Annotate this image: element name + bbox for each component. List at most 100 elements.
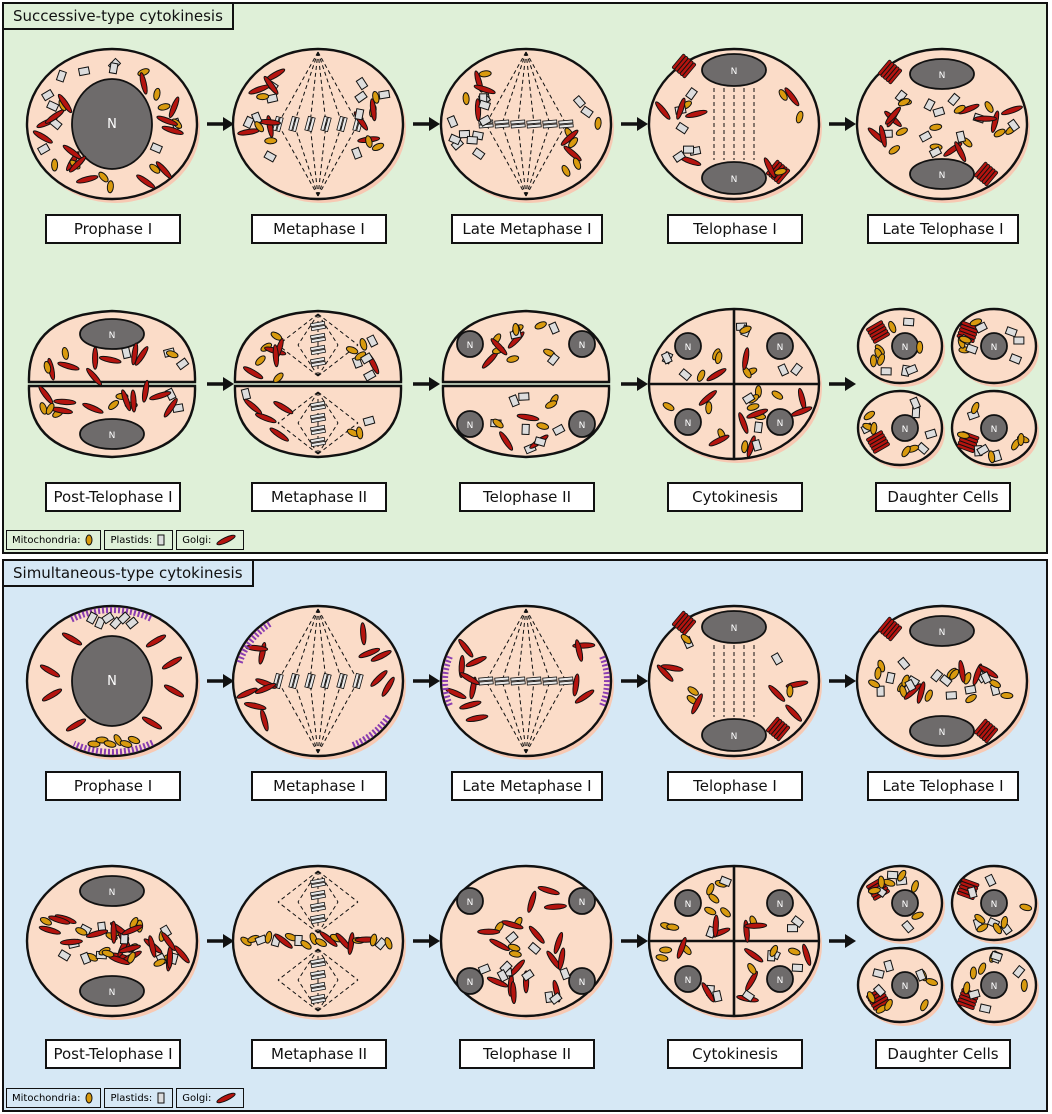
golgi bbox=[269, 427, 289, 442]
golgi-stack bbox=[671, 53, 697, 79]
golgi bbox=[173, 945, 190, 964]
golgi bbox=[274, 933, 293, 949]
nucleus-label: N bbox=[467, 421, 474, 431]
golgi bbox=[701, 982, 715, 1003]
golgi bbox=[53, 398, 77, 406]
golgi bbox=[973, 115, 997, 122]
golgi bbox=[746, 408, 769, 419]
stage-label: Telophase II bbox=[459, 1039, 595, 1069]
plastid bbox=[924, 428, 938, 440]
plastid bbox=[915, 968, 927, 982]
mitochondrion bbox=[929, 123, 943, 131]
legend-label: Golgi: bbox=[182, 534, 212, 546]
nucleus-label: N bbox=[579, 421, 586, 431]
mitochondrion bbox=[976, 923, 989, 933]
mitochondrion bbox=[666, 923, 680, 931]
plastid bbox=[932, 106, 946, 118]
chromosome bbox=[352, 672, 364, 690]
plastid bbox=[559, 967, 571, 981]
golgi-stack bbox=[671, 610, 697, 636]
chromosome bbox=[336, 672, 348, 690]
golgi bbox=[243, 398, 263, 415]
golgi bbox=[370, 670, 388, 687]
mitochondrion bbox=[1019, 903, 1033, 912]
mitochondrion bbox=[746, 403, 760, 411]
plastid bbox=[902, 317, 915, 327]
mitochondrion bbox=[264, 137, 278, 145]
mitochondrion bbox=[371, 142, 385, 152]
plastid bbox=[883, 959, 895, 973]
golgi bbox=[121, 924, 143, 936]
nucleus bbox=[701, 53, 767, 87]
plastid bbox=[478, 99, 492, 111]
stage-label: Daughter Cells bbox=[875, 482, 1011, 512]
chromosome bbox=[526, 676, 542, 686]
chromosome bbox=[310, 981, 326, 993]
plastid bbox=[354, 90, 368, 104]
golgi bbox=[575, 639, 584, 662]
golgi bbox=[59, 938, 83, 946]
chromosome bbox=[494, 119, 510, 129]
mitochondrion bbox=[870, 421, 878, 435]
chromosome bbox=[310, 901, 326, 913]
golgi bbox=[742, 347, 750, 371]
mitochondrion bbox=[659, 946, 673, 954]
golgi bbox=[458, 638, 474, 658]
mitochondrion bbox=[888, 320, 897, 334]
golgi-stack bbox=[866, 320, 890, 344]
cell-1: N bbox=[25, 47, 200, 203]
mitochondrion bbox=[594, 116, 602, 130]
daughter-cell: N bbox=[950, 864, 1039, 944]
golgi bbox=[655, 101, 671, 120]
golgi bbox=[885, 106, 902, 125]
plastid bbox=[508, 394, 520, 408]
golgi bbox=[768, 684, 786, 702]
mitochondrion bbox=[795, 110, 804, 124]
mitochondrion bbox=[365, 135, 373, 148]
cell-5: NN bbox=[855, 604, 1030, 760]
plastid bbox=[928, 146, 943, 159]
plastid bbox=[678, 368, 693, 382]
plastid bbox=[108, 62, 119, 75]
nucleus bbox=[980, 971, 1008, 999]
golgi bbox=[691, 693, 703, 715]
plastid bbox=[79, 951, 92, 965]
golgi bbox=[660, 664, 684, 672]
golgi bbox=[65, 718, 87, 732]
golgi bbox=[381, 676, 395, 697]
stage-label: Late Telophase I bbox=[867, 771, 1019, 801]
mitochondrion bbox=[273, 372, 284, 383]
mitochondrion bbox=[911, 911, 924, 920]
golgi bbox=[508, 959, 525, 978]
plastid bbox=[672, 150, 687, 163]
mitochondria-icon bbox=[85, 1092, 93, 1104]
mitochondrion bbox=[708, 893, 720, 904]
nucleus-label: N bbox=[939, 628, 946, 638]
plastid bbox=[121, 346, 132, 360]
mitochondrion bbox=[956, 431, 970, 439]
golgi bbox=[738, 412, 749, 434]
golgi bbox=[802, 943, 812, 966]
mitochondrion bbox=[534, 321, 547, 330]
stage-label: Post-Telophase I bbox=[45, 482, 181, 512]
golgi bbox=[141, 716, 163, 730]
nucleus-label: N bbox=[991, 900, 998, 910]
plastid bbox=[351, 146, 363, 160]
plastid bbox=[880, 367, 892, 376]
plastid bbox=[753, 421, 764, 434]
nucleus bbox=[71, 78, 153, 170]
golgi bbox=[141, 379, 150, 403]
nucleus bbox=[79, 318, 145, 350]
plastid bbox=[965, 343, 979, 355]
mitochondrion bbox=[43, 360, 52, 374]
nucleus-label: N bbox=[467, 978, 474, 988]
cell-7 bbox=[233, 309, 403, 459]
daughter-cell: N bbox=[856, 307, 945, 387]
mitochondrion bbox=[255, 355, 266, 366]
mitochondrion bbox=[153, 958, 166, 967]
arrow-icon bbox=[413, 117, 440, 131]
daughter-cell: N bbox=[950, 307, 1039, 387]
